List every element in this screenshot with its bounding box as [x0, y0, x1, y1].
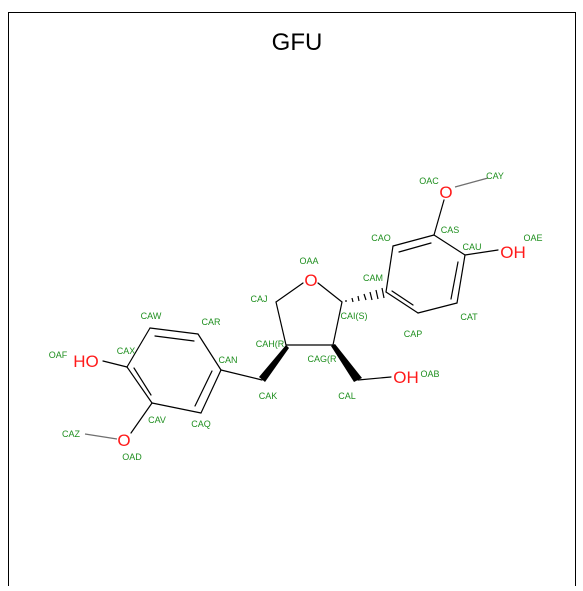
atom-label-can: CAN [218, 355, 237, 365]
atom-label-oae: OAE [523, 233, 542, 243]
atom-label-cat: CAT [460, 312, 478, 322]
bond-cak-can [220, 369, 263, 381]
atom-label-caj: CAJ [250, 294, 267, 304]
hashed-wedge-cai-cam [345, 287, 385, 303]
wedge-cag-cal [331, 344, 362, 382]
atom-label-oac: OAC [419, 176, 439, 186]
frame-border [8, 12, 576, 586]
atom-label-oaf: OAF [49, 350, 68, 360]
atom-label-cag: CAG(R [308, 354, 338, 364]
atom-label-cav: CAV [148, 415, 166, 425]
bond-oad-caz [84, 433, 118, 440]
atom-oaf-symbol: HO [73, 352, 99, 371]
left-aromatic-ring [126, 327, 222, 414]
atom-label-cah: CAH(R [256, 339, 285, 349]
bond-oac-cay [454, 177, 489, 188]
atom-label-caz: CAZ [62, 429, 81, 439]
atom-label-oad: OAD [122, 452, 142, 462]
atom-label-cao: CAO [371, 233, 391, 243]
atom-oab-symbol: OH [393, 368, 419, 387]
atom-label-cak: CAK [259, 391, 278, 401]
atom-label-car: CAR [201, 317, 221, 327]
atom-label-cax: CAX [117, 346, 136, 356]
diagram-title: GFU [272, 29, 323, 56]
atom-oae-symbol: OH [500, 243, 526, 262]
bond-cav-oad [130, 402, 153, 434]
right-aromatic-ring [385, 234, 466, 314]
atom-label-cal: CAL [338, 391, 356, 401]
atom-label-cap: CAP [404, 329, 423, 339]
atom-oaa-symbol: O [304, 271, 317, 290]
atom-label-oaa: OAA [299, 256, 318, 266]
atom-label-cai: CAI(S) [341, 311, 368, 321]
atom-oad-symbol: O [117, 431, 130, 450]
bond-cau-oae [464, 249, 499, 256]
wedge-cah-cak [259, 345, 289, 382]
bond-cas-oac [433, 199, 445, 236]
bond-cax-oaf [102, 360, 128, 368]
atom-label-cam: CAM [363, 273, 383, 283]
atom-label-cas: CAS [441, 225, 460, 235]
atom-label-caq: CAQ [191, 419, 211, 429]
atom-label-caw: CAW [141, 311, 162, 321]
atom-label-cau: CAU [462, 242, 481, 252]
atom-label-cay: CAY [486, 171, 504, 181]
bond-cal-oab [357, 376, 392, 381]
atom-label-oab: OAB [420, 369, 439, 379]
furan-ring [275, 282, 343, 346]
atom-oac-symbol: O [439, 183, 452, 202]
